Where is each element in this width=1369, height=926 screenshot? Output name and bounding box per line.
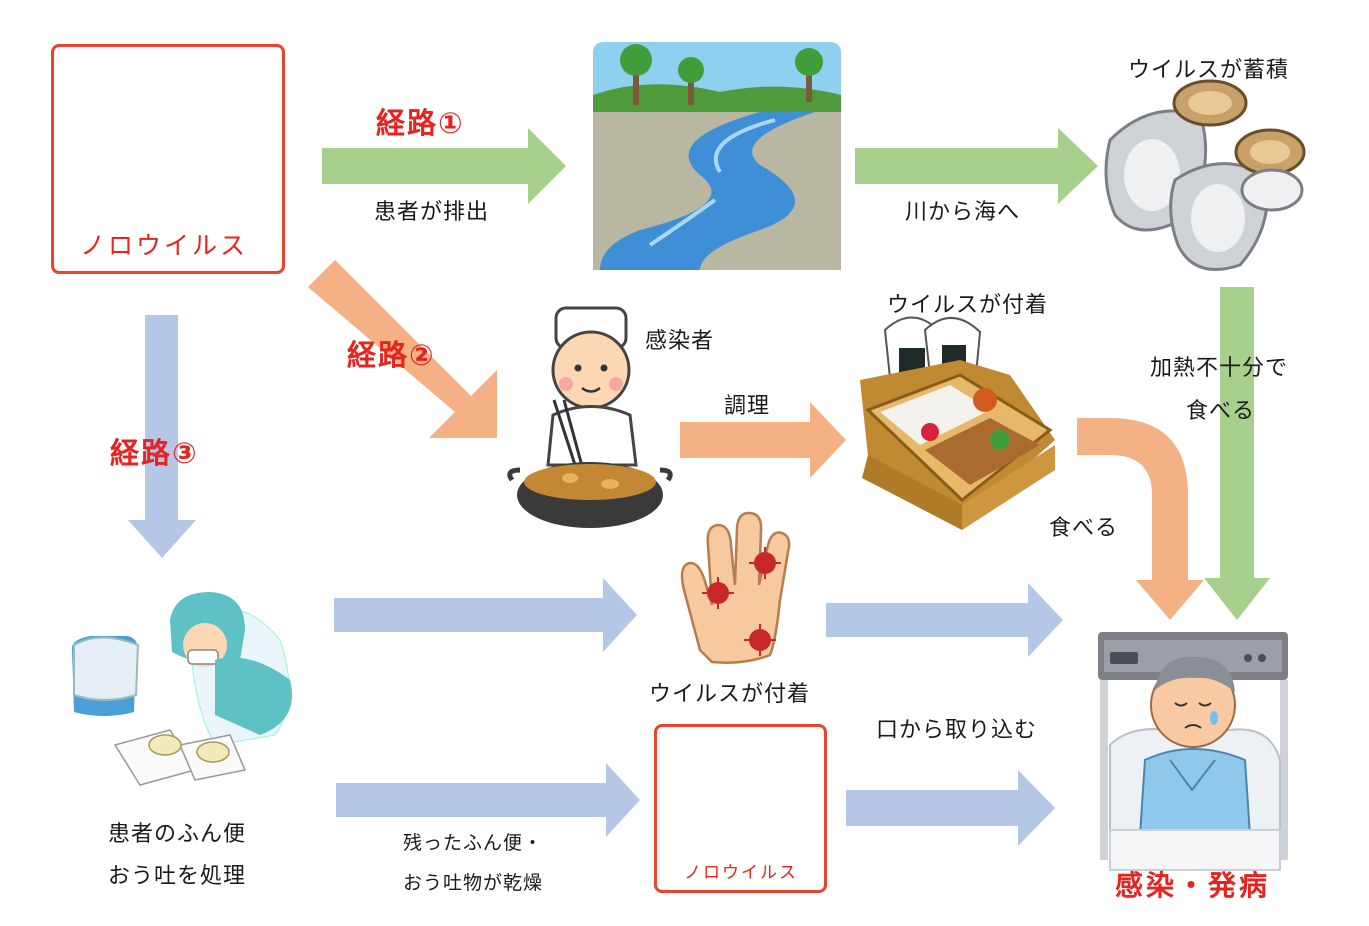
cleanup-label-line2: おう吐を処理	[108, 864, 247, 889]
excreted-label: 患者が排出	[374, 200, 490, 225]
arrow-bento-to-patient	[1077, 418, 1204, 620]
undercooked-eat-label: 食べる	[1186, 399, 1256, 424]
infected-person-label: 感染者	[645, 329, 715, 354]
arrow-chef-to-bento	[680, 402, 846, 478]
source-virus-box	[51, 44, 285, 274]
arrow-virus-to-cleanup	[128, 315, 196, 558]
route-3-label: 経路③	[110, 436, 199, 470]
dried-label-line2: おう吐物が乾燥	[403, 872, 544, 894]
dry-virus-box	[654, 724, 827, 893]
hand-icon	[680, 511, 791, 664]
undercooked-label: 加熱不十分で	[1150, 356, 1289, 381]
river-to-sea-label: 川から海へ	[905, 200, 1021, 225]
river-landscape-icon	[593, 42, 841, 270]
arrow-virus-to-chef	[308, 260, 497, 438]
arrow-cleanup-to-dryvirus	[336, 763, 640, 837]
cooking-label: 調理	[724, 394, 771, 419]
patient-in-bed-icon	[1098, 632, 1288, 871]
arrow-shellfish-to-patient	[1204, 287, 1270, 620]
cleanup-label-line1: 患者のふん便	[108, 822, 247, 847]
source-virus-label: ノロウイルス	[80, 231, 249, 260]
hand-virus-label: ウイルスが付着	[649, 682, 811, 707]
route-1-label: 経路①	[376, 106, 465, 140]
infection-onset-label: 感染・発病	[1115, 869, 1271, 902]
ingest-label: 口から取り込む	[876, 718, 1038, 743]
arrow-hand-to-patient	[826, 583, 1063, 657]
eat-label: 食べる	[1049, 516, 1119, 541]
bento-virus-label: ウイルスが付着	[887, 293, 1049, 318]
bento-icon	[860, 316, 1055, 530]
virus-accumulates-label: ウイルスが蓄積	[1128, 58, 1290, 83]
route-2-label: 経路②	[347, 338, 436, 372]
cleaning-worker-icon	[71, 592, 292, 786]
arrow-river-to-shellfish	[855, 128, 1098, 204]
dry-virus-label: ノロウイルス	[684, 863, 798, 883]
arrow-cleanup-to-hand	[334, 578, 637, 652]
arrow-virus-to-river	[322, 128, 566, 204]
arrow-dryvirus-to-patient	[846, 770, 1055, 846]
dried-label-line1: 残ったふん便・	[403, 832, 544, 854]
chef-icon	[507, 306, 673, 528]
shellfish-icon	[1104, 79, 1306, 271]
